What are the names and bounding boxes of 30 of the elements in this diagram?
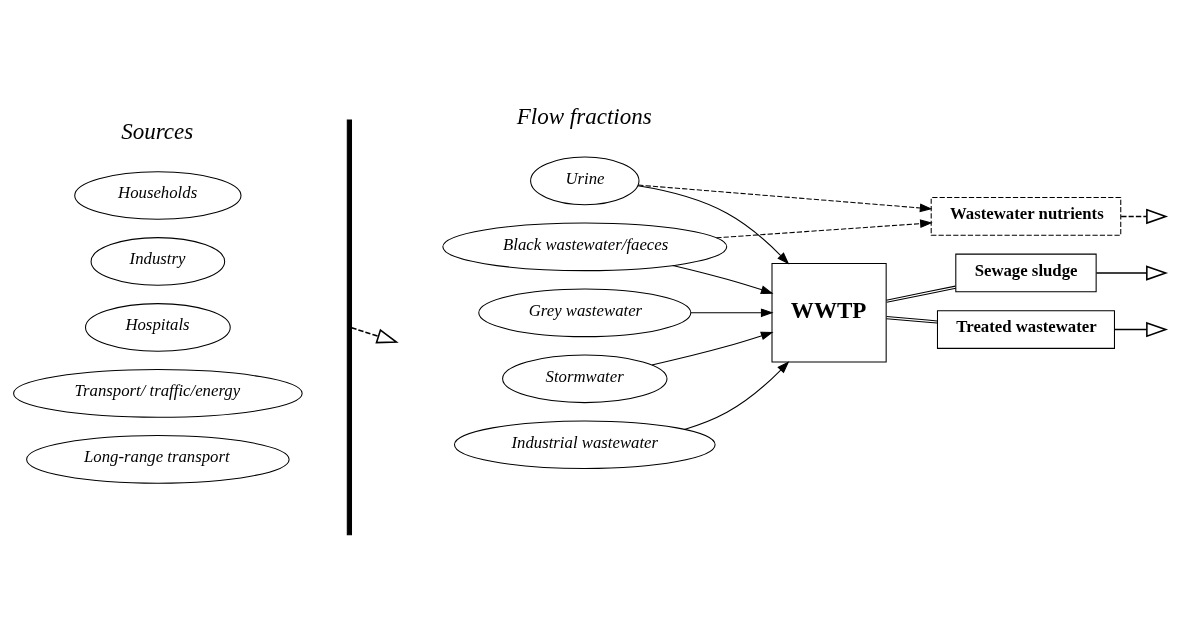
arrow [651, 331, 774, 366]
node-bracket [346, 119, 352, 536]
node-ellipse: Transport/ traffic/energy [13, 369, 303, 418]
node-ellipse: Stormwater [502, 354, 668, 404]
node-ellipse: Hospitals [85, 303, 231, 352]
arrow [672, 264, 774, 294]
label: Flow fractions [516, 102, 652, 129]
label: Sources [121, 117, 194, 144]
arrow [637, 185, 790, 265]
node-ellipse: Grey wastewater [478, 288, 692, 338]
arrow [350, 327, 399, 344]
node-box: Sewage sludge [955, 253, 1097, 293]
node-box: Treated wastewater [936, 310, 1115, 349]
arrow [1113, 321, 1169, 338]
arrow [1120, 208, 1169, 225]
node-ellipse: Urine [530, 156, 640, 206]
arrow [715, 219, 933, 239]
node-ellipse: Households [74, 171, 242, 220]
arrow [637, 184, 933, 213]
node-ellipse: Long-range transport [26, 435, 290, 484]
arrow [690, 308, 774, 318]
connector [885, 316, 938, 324]
node-ellipse: Industry [90, 237, 226, 286]
node-ellipse: Black wastewater/faeces [442, 222, 728, 272]
connector [885, 285, 957, 303]
node-box: WWTP [771, 263, 887, 363]
arrow [683, 361, 790, 430]
arrow [1095, 265, 1169, 281]
node-ellipse: Industrial wastewater [454, 420, 716, 470]
node-box: Wastewater nutrients [930, 197, 1122, 236]
